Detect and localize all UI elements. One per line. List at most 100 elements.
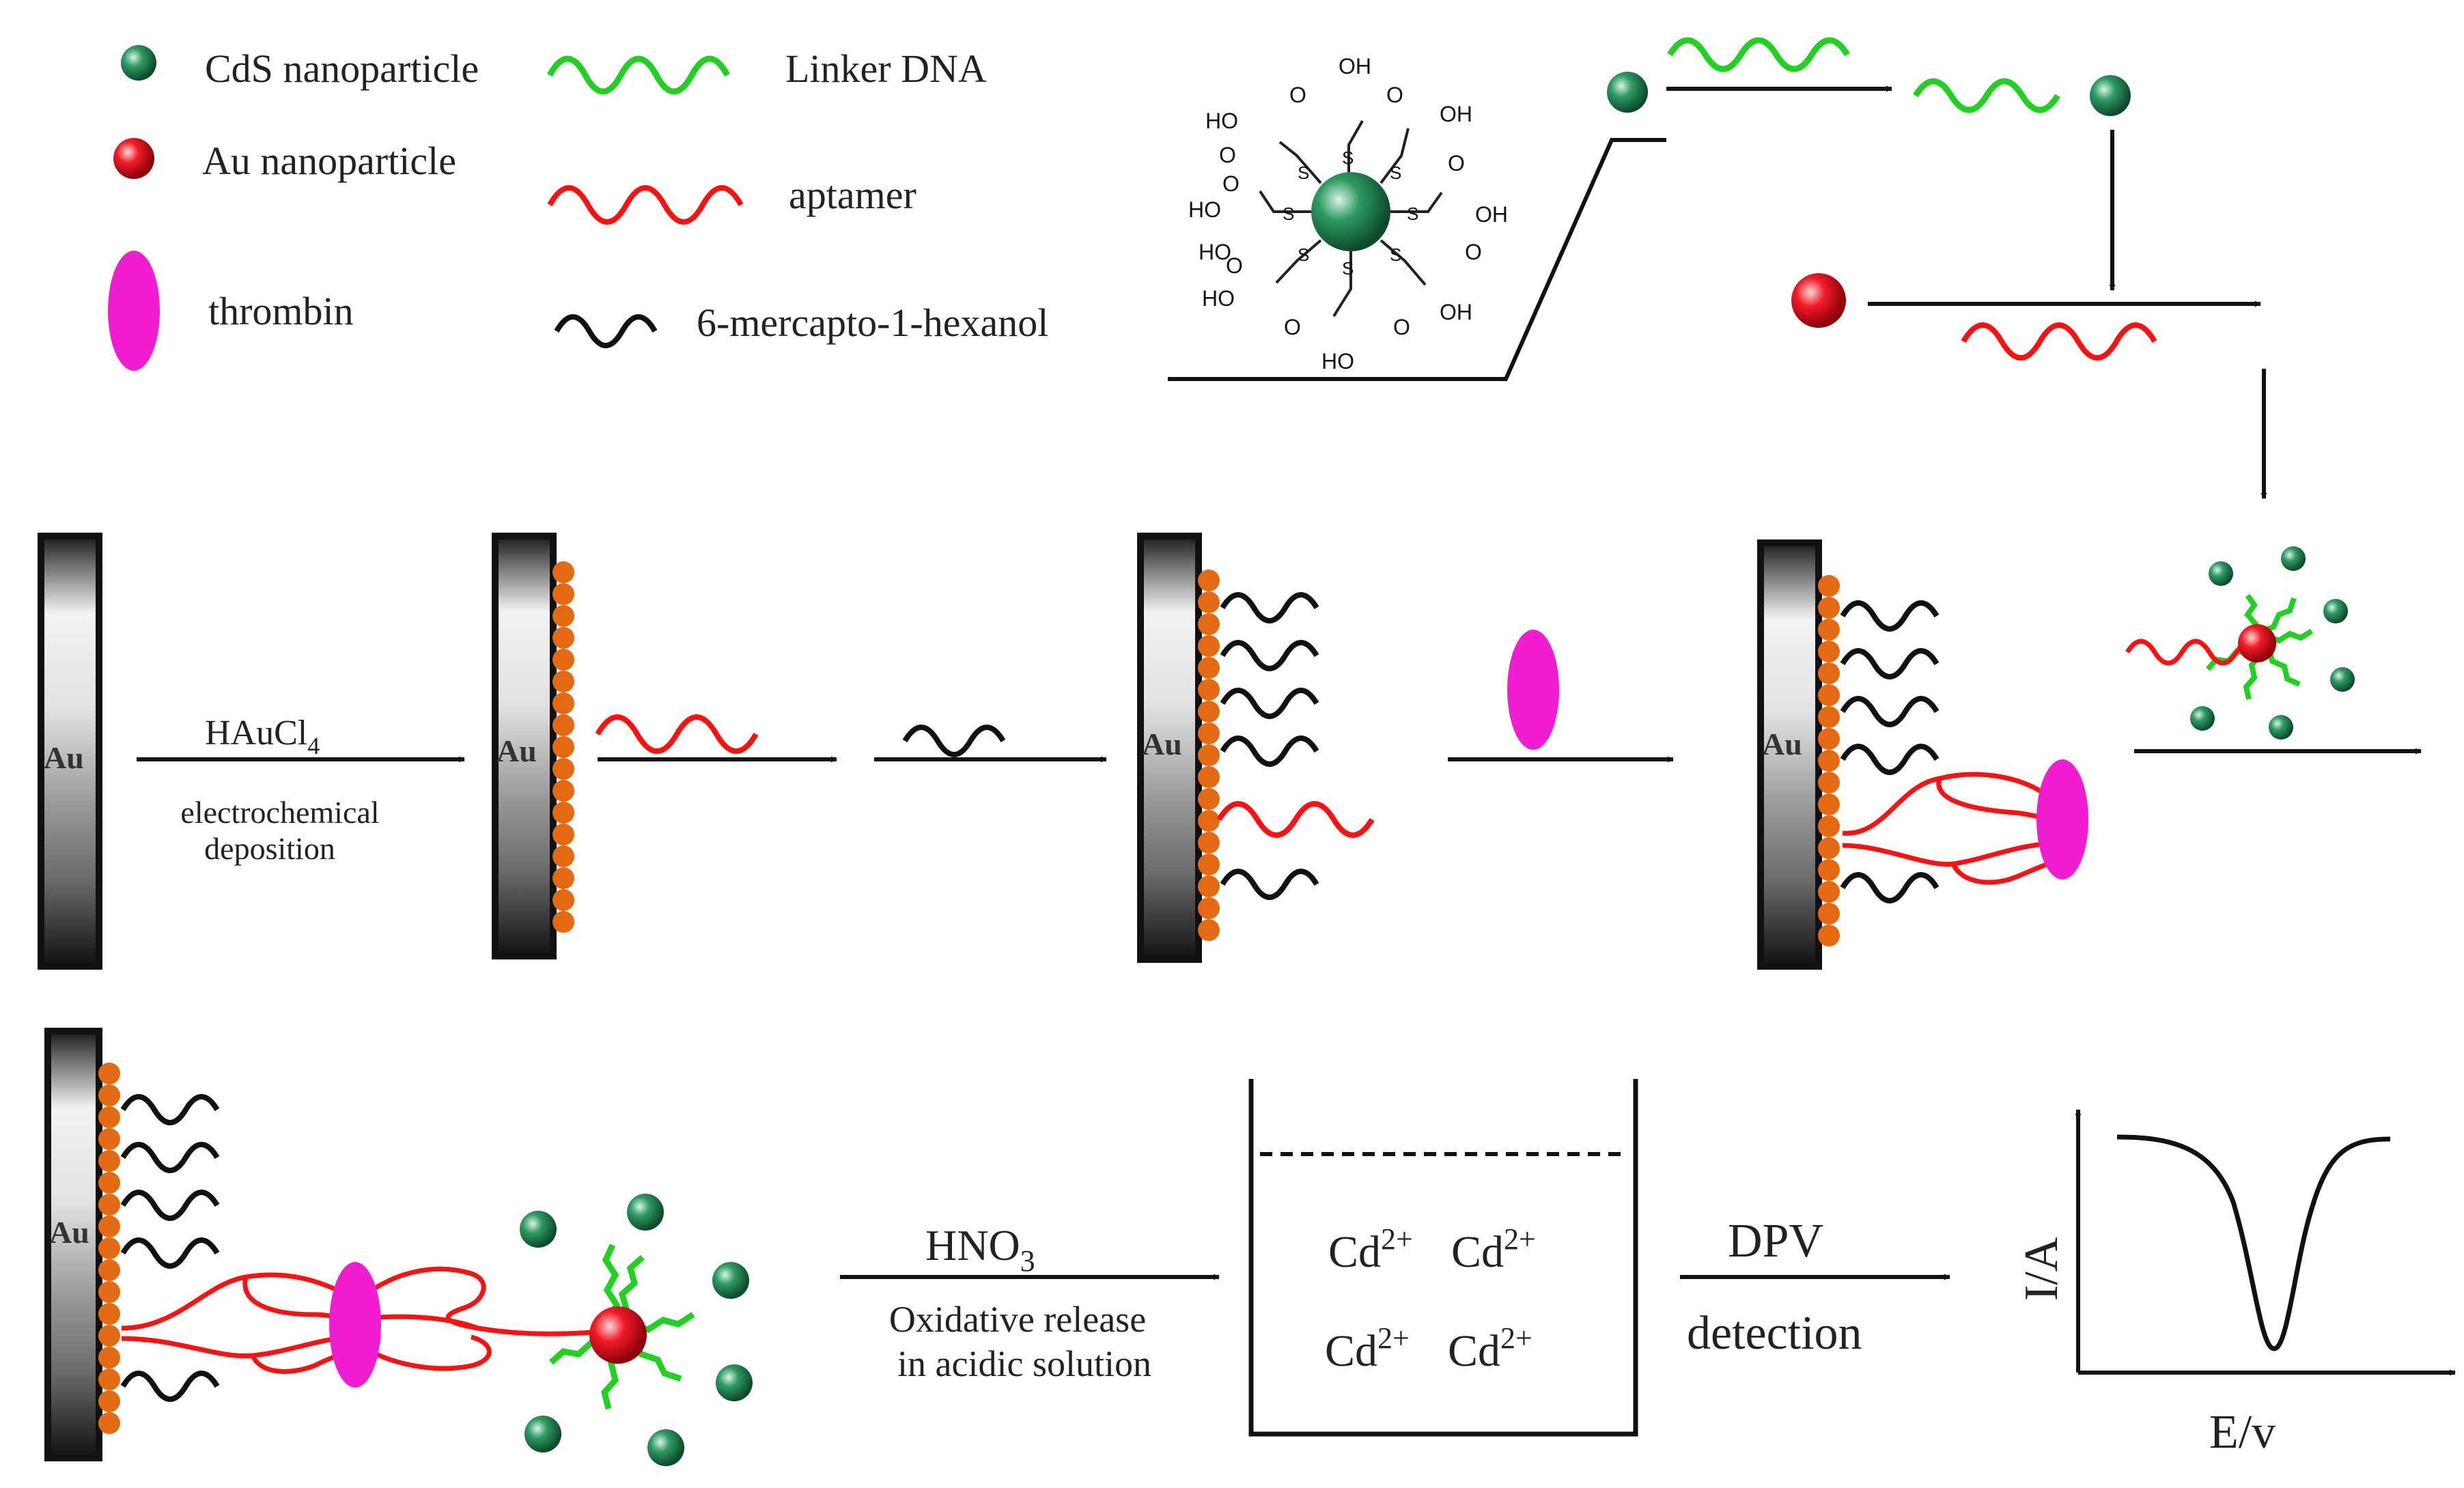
linker-dna-strand-reagent [1667, 37, 1850, 72]
linker-cds-conjugate-particle [2090, 75, 2131, 116]
cds-group-15: HO [1321, 349, 1354, 374]
electrode-thrombin-bound: Au [1757, 539, 2088, 970]
legend-thrombin-label: thrombin [208, 289, 354, 333]
mch-strands-3 [1220, 592, 1319, 900]
cds-group-1: OH [1339, 54, 1371, 79]
cds-structure: OH O HO O OH HO O O OH HO O O O OH HO O … [1168, 54, 1666, 381]
plot-ylabel: I/A [2015, 1237, 2068, 1301]
cds-sulfur-5: S [1342, 258, 1354, 279]
cds-group-6: HO [1188, 197, 1221, 222]
aptamer-folded-4 [1842, 772, 2056, 885]
legend-mch-icon [554, 314, 658, 348]
thrombin-sandwiched [329, 1262, 381, 1388]
electrode-3-label: Au [1142, 727, 1182, 761]
cds-group-10: HO [1202, 286, 1235, 311]
legend-linker-dna-icon [547, 55, 730, 95]
cds-sulfur-8: S [1298, 163, 1309, 183]
oxidation-caption-line2: in acidic solution [897, 1343, 1151, 1384]
deposition-reagent: HAuCl4 [205, 714, 320, 759]
gold-nanodots-2 [552, 561, 574, 933]
dpv-label: DPV [1728, 1215, 1823, 1267]
linker-cds-conjugate-strand [1913, 78, 2060, 113]
cds-group-5: OH [1440, 102, 1472, 126]
cds-functional-groups: OH O HO O OH HO O O OH HO O O O OH HO O … [1188, 54, 1508, 374]
oxidation-caption-line1: Oxidative release [889, 1299, 1146, 1340]
electrode-4-label: Au [1762, 727, 1802, 761]
cds-zoom-bracket [1168, 138, 1666, 381]
legend-cds-nanoparticle-label: CdS nanoparticle [205, 46, 479, 91]
cds-sulfur-4: S [1390, 244, 1401, 265]
mch-strands-4 [1840, 600, 1940, 903]
aptamer-folded-5-left [121, 1272, 353, 1374]
legend-thrombin-icon [108, 251, 160, 371]
legend-aptamer-icon [547, 185, 744, 225]
aptamer-step-icon [595, 714, 759, 754]
row-electrode-assembly: Au HAuCl4 electrochemical deposition Au … [38, 533, 2422, 970]
electrode-sandwich: Au [44, 1028, 753, 1466]
aptamer-strand-3 [1216, 801, 1375, 838]
cd-ion-1: Cd2+ [1328, 1222, 1413, 1277]
aptamer-folded-5-right [360, 1266, 602, 1371]
cd-ion-4: Cd2+ [1448, 1321, 1532, 1376]
cds-particle-start [1607, 72, 1648, 113]
legend-linker-dna-label: Linker DNA [785, 46, 987, 91]
mch-strands-5 [120, 1094, 220, 1402]
deposition-caption-line1: electrochemical [180, 795, 379, 830]
aptamer-strand-reagent [1961, 322, 2157, 361]
beaker-walls [1248, 1079, 1638, 1437]
probe-au-core [2238, 624, 2276, 662]
probe-cds-particles [2190, 546, 2355, 740]
cds-group-4: O [1386, 83, 1403, 107]
cds-group-18: HO [1199, 240, 1231, 264]
legend-cds-nanoparticle-icon [121, 45, 156, 81]
cds-sulfur-3: S [1407, 203, 1418, 224]
cds-group-12: O [1284, 315, 1301, 339]
electrode-bare-label: Au [44, 740, 84, 775]
plot-xlabel: E/v [2209, 1406, 2276, 1459]
electrode-5-label: Au [49, 1215, 89, 1250]
thrombin-bound-4 [2036, 759, 2088, 880]
electrode-bare: Au [38, 533, 102, 970]
thrombin-step-icon [1507, 630, 1559, 750]
cds-group-11: O [1226, 253, 1243, 278]
cd-ion-3: Cd2+ [1325, 1321, 1410, 1376]
oxidation-reagent: HNO3 [925, 1221, 1035, 1278]
row-detection: Au [44, 1028, 2456, 1466]
cds-group-3: HO [1205, 109, 1238, 133]
dpv-peak-curve [2116, 1134, 2391, 1351]
mch-step-icon [902, 725, 1006, 757]
gold-nanodots-3 [1198, 570, 1220, 941]
signal-probe [2125, 546, 2355, 740]
cds-group-9: OH [1475, 202, 1508, 227]
conjugate-synthesis [1607, 37, 2267, 499]
electrode-2-label: Au [496, 733, 537, 768]
legend-au-nanoparticle-icon [113, 138, 154, 179]
cds-group-16: O [1393, 315, 1410, 339]
cds-sulfur-2: S [1390, 163, 1401, 183]
electrode-aptamer-mch: Au [1137, 533, 1375, 963]
cds-sulfur-7: S [1283, 203, 1294, 224]
probe-large-cds-particles [520, 1194, 753, 1466]
cds-ligand-bonds [1259, 120, 1443, 318]
au-nanoparticle-reagent [1791, 273, 1846, 328]
legend-aptamer-label: aptamer [789, 173, 916, 217]
legend-au-nanoparticle-label: Au nanoparticle [202, 139, 456, 183]
beaker: Cd2+ Cd2+ Cd2+ Cd2+ [1248, 1079, 1638, 1437]
probe-large-au-core [589, 1306, 647, 1364]
cds-core-particle [1311, 172, 1390, 251]
electrode-au-deposited: Au [492, 533, 574, 959]
cds-sulfur-6: S [1298, 244, 1309, 265]
gold-nanodots-5 [98, 1063, 120, 1434]
cds-sulfur-1: S [1342, 148, 1354, 168]
cds-group-7: O [1222, 171, 1240, 196]
deposition-caption-line2: deposition [204, 831, 335, 866]
dpv-plot: I/A E/v [2015, 1109, 2456, 1459]
legend-mch-label: 6-mercapto-1-hexanol [697, 300, 1048, 345]
cds-group-2: O [1289, 83, 1306, 107]
cds-group-14: OH [1440, 300, 1472, 324]
detection-label: detection [1687, 1307, 1862, 1360]
cds-group-13: O [1448, 151, 1465, 176]
legend: CdS nanoparticle Au nanoparticle thrombi… [108, 45, 1048, 371]
cd-ion-2: Cd2+ [1451, 1222, 1536, 1277]
